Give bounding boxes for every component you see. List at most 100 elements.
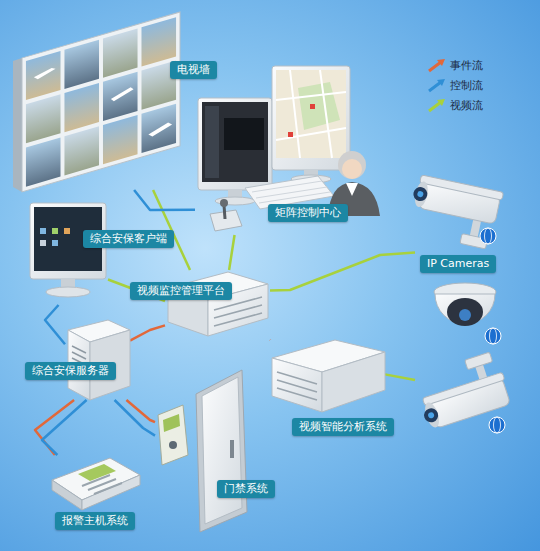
device-node: 电视墙 — [20, 15, 187, 190]
legend-text: 事件流 — [450, 58, 483, 73]
operator-face — [342, 159, 362, 179]
network-globe — [480, 228, 496, 244]
device-node: 视频智能分析系统 — [270, 340, 385, 415]
video-flow-line — [270, 253, 415, 291]
monitor-screen — [202, 102, 268, 182]
camera-lens-glass — [427, 412, 435, 420]
tv-screen — [103, 28, 138, 77]
map-marker — [310, 104, 315, 109]
event-flow-line — [126, 400, 155, 422]
tv-screen — [26, 137, 61, 186]
door-handle — [230, 440, 234, 458]
door-panel — [202, 377, 242, 524]
monitor-base — [46, 287, 90, 297]
tv-screen — [26, 51, 61, 100]
legend-text: 视频流 — [450, 98, 483, 113]
video-flow-line — [385, 374, 415, 380]
video-flow-line — [229, 235, 234, 270]
rack-side — [322, 352, 385, 412]
network-globe — [485, 328, 501, 344]
map-area — [298, 82, 340, 130]
map-road — [276, 70, 346, 158]
camera-lens — [459, 309, 471, 321]
drive-bays — [214, 297, 262, 326]
legend-swatch — [426, 96, 448, 114]
keyboard-keys — [252, 181, 330, 203]
network-globe — [489, 417, 505, 433]
dome-glass — [447, 298, 483, 326]
event-flow-line — [130, 325, 165, 340]
legend-swatch — [426, 76, 448, 94]
tv-screen — [103, 72, 138, 121]
map-screen — [276, 70, 346, 158]
node-label: 门禁系统 — [217, 480, 275, 498]
camera-face — [422, 401, 441, 429]
control-flow-line — [45, 305, 65, 344]
globe-line — [485, 228, 492, 244]
node-label: 电视墙 — [170, 61, 217, 79]
alarm-keys — [82, 475, 122, 494]
control-flow-line — [42, 400, 87, 455]
device-node: 综合安保客户端 — [28, 200, 108, 305]
legend-arrow-line — [429, 82, 441, 91]
door-frame — [196, 370, 247, 532]
globe-line — [490, 328, 497, 344]
screen-icon — [40, 228, 46, 234]
camera-mount — [465, 352, 493, 370]
airplane-shape — [111, 86, 134, 102]
rack-front — [272, 358, 322, 412]
map-marker — [288, 132, 293, 137]
tv-screen — [64, 126, 99, 175]
device-node: 报警主机系统 — [50, 455, 140, 510]
node-label: 综合安保服务器 — [25, 362, 116, 380]
tv-screen — [64, 83, 99, 132]
camera-face — [413, 180, 430, 208]
device-node: 视频监控管理平台 — [165, 270, 270, 340]
joystick-stick — [224, 205, 225, 219]
monitor-frame — [272, 66, 350, 170]
node-label: 视频智能分析系统 — [292, 418, 394, 436]
bullet-camera — [405, 174, 503, 250]
operator-hair — [338, 151, 366, 179]
legend-arrow-head — [437, 59, 445, 66]
screen-icon — [52, 240, 58, 246]
airplane-shape — [34, 67, 56, 81]
tv-screen — [64, 40, 99, 89]
legend-text: 控制流 — [450, 78, 483, 93]
camera-lens-glass — [417, 191, 424, 198]
device-node: 门禁系统 — [155, 370, 245, 530]
node-label: 视频监控管理平台 — [130, 282, 232, 300]
reader-button — [169, 441, 177, 449]
legend-arrow-line — [429, 102, 441, 111]
control-flow-line — [115, 400, 155, 436]
drive-bays — [277, 372, 317, 400]
legend-swatch — [426, 56, 448, 74]
alarm-panel-front — [52, 480, 82, 510]
screen-icon — [40, 240, 46, 246]
tv-screen — [103, 115, 138, 164]
screen-icon — [64, 228, 70, 234]
alarm-screen — [78, 464, 116, 481]
tv-wall-side — [13, 58, 22, 192]
node-label: 报警主机系统 — [55, 512, 135, 530]
legend-arrow-head — [437, 99, 445, 106]
dome-camera — [434, 283, 496, 326]
node-label: 综合安保客户端 — [83, 230, 174, 248]
tv-screen — [141, 104, 176, 153]
node-label: IP Cameras — [420, 255, 496, 273]
device-node: 综合安保服务器 — [65, 320, 130, 400]
reader-screen — [163, 414, 180, 432]
card-reader — [158, 405, 188, 465]
globe-line — [494, 417, 501, 433]
event-flow-line — [269, 339, 272, 342]
tv-wall-frame — [22, 12, 180, 192]
node-label: 矩阵控制中心 — [268, 204, 348, 222]
monitor-frame — [198, 98, 272, 190]
device-node: 矩阵控制中心 — [195, 65, 385, 235]
camera-lens — [422, 406, 440, 424]
camera-hood — [422, 372, 504, 406]
camera-hood — [420, 175, 504, 200]
legend-arrow-line — [429, 62, 441, 71]
tv-screen — [141, 17, 176, 66]
legend-arrow-head — [437, 79, 445, 86]
